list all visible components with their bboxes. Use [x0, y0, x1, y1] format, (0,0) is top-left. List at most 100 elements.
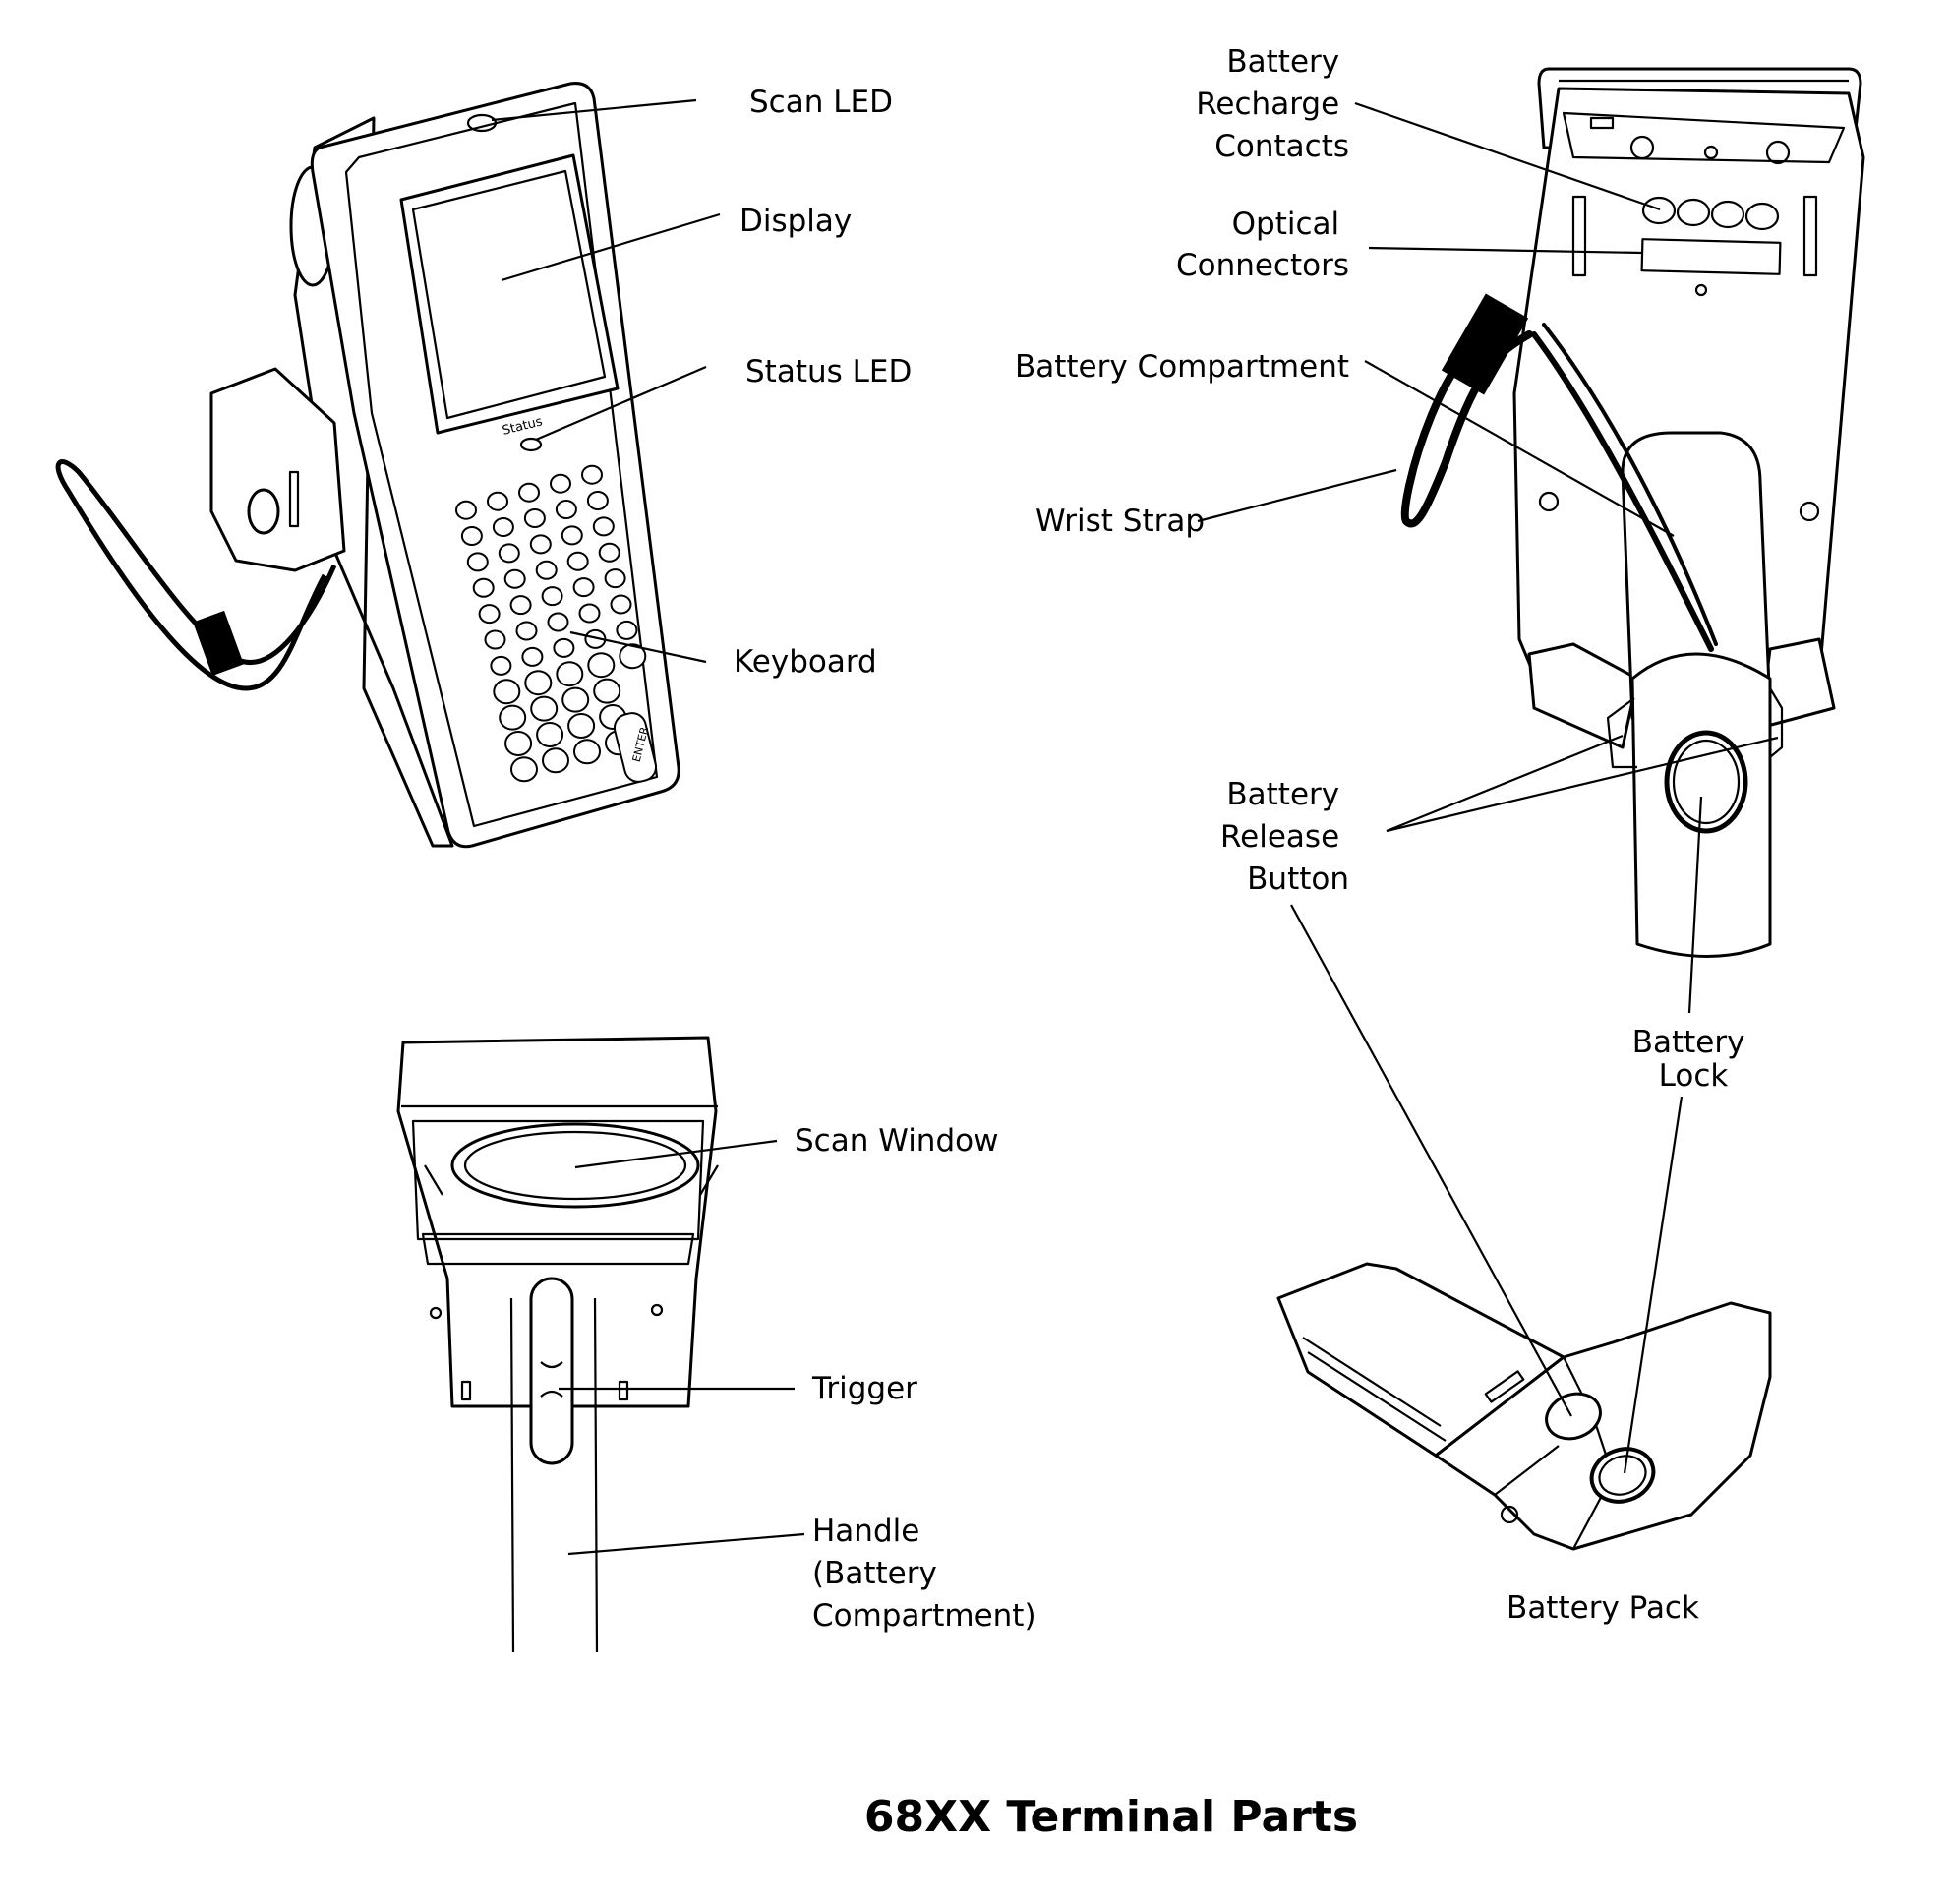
- keypad-key: [523, 508, 546, 528]
- keypad-key: [493, 679, 521, 705]
- rear-strap-buckle: [1441, 293, 1529, 395]
- front-scan-led: [466, 113, 498, 133]
- keypad-key: [503, 568, 526, 589]
- keypad-key: [578, 603, 601, 624]
- label-keyboard: Keyboard: [734, 644, 877, 680]
- keypad-key: [604, 568, 626, 589]
- bottom-view-illustration: [396, 1036, 719, 1653]
- label-scan-window: Scan Window: [795, 1123, 998, 1159]
- front-wrist-strap: [55, 459, 337, 691]
- label-battery-lock: Battery Lock: [1632, 1025, 1755, 1094]
- label-battery-recharge-contacts: Battery Recharge Contacts: [1196, 44, 1349, 164]
- label-scan-led: Scan LED: [749, 85, 893, 120]
- keypad-key: [515, 621, 538, 641]
- keypad-key: [529, 534, 552, 555]
- battery-pack-illustration: [1276, 1262, 1772, 1551]
- front-status-led: [519, 437, 543, 452]
- leader-recharge-contacts: [1354, 101, 1661, 211]
- front-side-scanner: [209, 367, 346, 572]
- leader-release-button-c: [1290, 904, 1572, 1417]
- keypad-key: [586, 491, 609, 510]
- front-strap-buckle: [193, 610, 244, 677]
- keypad-key: [556, 661, 584, 687]
- label-status-led: Status LED: [745, 354, 912, 389]
- keypad-key: [509, 595, 532, 616]
- label-trigger: Trigger: [811, 1371, 917, 1406]
- front-view-illustration: Status ENTER: [55, 82, 680, 849]
- keypad-key: [572, 577, 595, 598]
- leader-display: [501, 212, 721, 282]
- keypad-key: [472, 577, 495, 598]
- leader-battery-compartment: [1364, 360, 1675, 537]
- battery-pack-head: [1434, 1301, 1772, 1551]
- leader-lines: [491, 98, 1779, 1556]
- keypad-key: [504, 731, 533, 756]
- leader-handle: [567, 1532, 805, 1556]
- page-title: 68XX Terminal Parts: [864, 1792, 1358, 1842]
- keypad-key: [498, 543, 520, 564]
- front-display: [399, 153, 620, 435]
- keypad-key: [536, 722, 564, 747]
- keypad-key: [561, 525, 583, 546]
- keypad-key: [598, 542, 620, 563]
- leader-keyboard: [569, 630, 707, 664]
- keypad-key: [547, 612, 569, 632]
- rear-battery-lock: [1664, 730, 1748, 834]
- leader-optical-connectors: [1368, 246, 1643, 255]
- bottom-scan-window: [450, 1122, 700, 1209]
- keypad-key: [460, 526, 483, 546]
- keypad-key: [466, 552, 489, 572]
- keypad-key: [592, 516, 615, 537]
- keypad-key: [521, 646, 544, 667]
- keypad-key: [550, 473, 571, 494]
- keypad-key: [566, 551, 589, 571]
- keypad-key: [484, 629, 506, 650]
- keypad-key: [518, 482, 540, 503]
- keypad-key: [542, 747, 569, 774]
- label-battery-release-button: Battery Release Button: [1220, 777, 1349, 897]
- leader-wrist-strap: [1197, 468, 1397, 523]
- keypad-key: [487, 491, 508, 511]
- keypad-key: [524, 670, 553, 696]
- keypad-key: [587, 652, 616, 679]
- front-keypad: [455, 464, 647, 783]
- keypad-key: [530, 695, 559, 722]
- keypad-key: [535, 560, 558, 580]
- keypad-key: [490, 655, 512, 676]
- keypad-key: [478, 604, 501, 625]
- keypad-key: [510, 756, 538, 783]
- leader-scan-led: [491, 98, 697, 122]
- keypad-key: [610, 594, 632, 615]
- keypad-key: [593, 678, 621, 704]
- rear-view-illustration: [1400, 67, 1865, 958]
- keypad-key: [561, 686, 590, 713]
- keypad-key: [455, 500, 477, 520]
- label-battery-pack: Battery Pack: [1507, 1590, 1699, 1626]
- label-handle: Handle (Battery Compartment): [812, 1514, 1036, 1634]
- bottom-handle: [509, 1297, 599, 1653]
- bottom-trigger: [529, 1277, 574, 1465]
- keypad-key: [581, 464, 603, 485]
- keypad-key: [492, 517, 514, 537]
- rear-battery-compartment: [1621, 431, 1772, 720]
- labels: Scan LED Display Status LED Keyboard Bat…: [734, 44, 1755, 1842]
- leader-release-button-a: [1386, 734, 1624, 833]
- leader-status-led: [535, 365, 707, 442]
- rear-optical-connectors: [1640, 238, 1782, 275]
- label-display: Display: [739, 204, 852, 239]
- keypad-key: [567, 713, 596, 739]
- leader-battery-lock-a: [1687, 796, 1703, 1014]
- leader-battery-lock-b: [1623, 1096, 1684, 1474]
- label-optical-connectors: Optical Connectors: [1176, 207, 1349, 283]
- keypad-key: [499, 704, 527, 731]
- battery-pack-release-button: [1545, 1392, 1602, 1441]
- leader-release-button-b: [1386, 736, 1779, 833]
- keypad-key: [541, 586, 563, 607]
- keypad-key: [619, 643, 647, 670]
- leader-scan-window: [574, 1139, 778, 1169]
- keypad-key: [553, 637, 575, 658]
- label-wrist-strap: Wrist Strap: [1035, 504, 1205, 539]
- label-battery-compartment: Battery Compartment: [1015, 349, 1349, 385]
- keypad-key: [573, 739, 601, 765]
